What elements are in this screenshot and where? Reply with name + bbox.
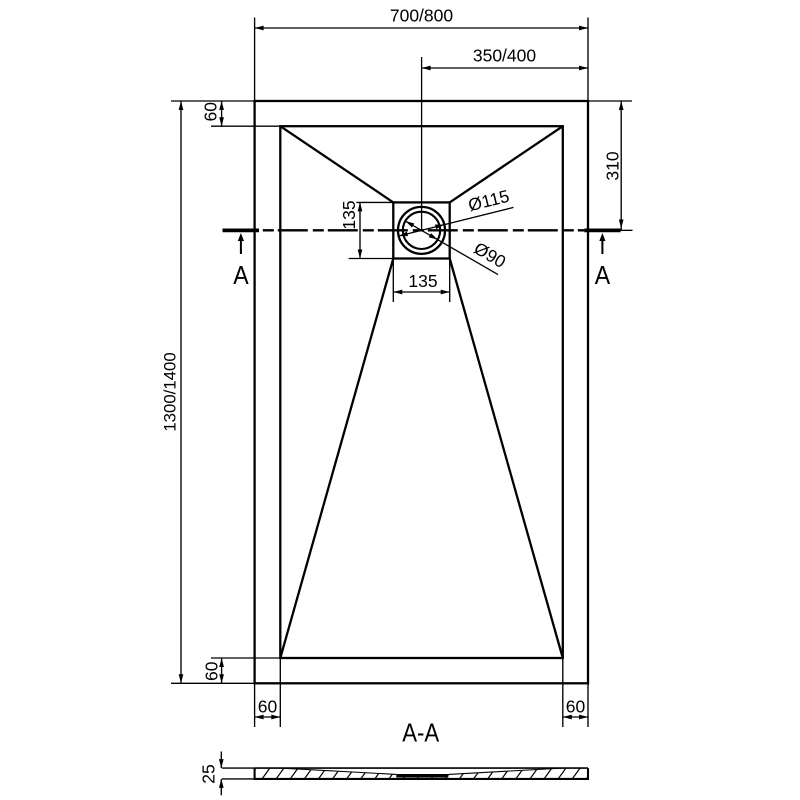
svg-text:60: 60 bbox=[566, 696, 586, 716]
svg-text:A-A: A-A bbox=[402, 717, 440, 747]
svg-text:60: 60 bbox=[202, 661, 222, 681]
svg-text:135: 135 bbox=[339, 200, 359, 229]
svg-text:700/800: 700/800 bbox=[390, 6, 454, 26]
svg-text:25: 25 bbox=[199, 764, 219, 783]
svg-text:A: A bbox=[233, 260, 249, 290]
svg-text:1300/1400: 1300/1400 bbox=[160, 352, 179, 431]
svg-text:135: 135 bbox=[408, 271, 437, 291]
svg-text:A: A bbox=[595, 260, 611, 290]
svg-text:60: 60 bbox=[200, 102, 220, 122]
svg-text:60: 60 bbox=[258, 696, 278, 716]
svg-text:350/400: 350/400 bbox=[473, 46, 537, 66]
svg-text:310: 310 bbox=[602, 151, 622, 180]
